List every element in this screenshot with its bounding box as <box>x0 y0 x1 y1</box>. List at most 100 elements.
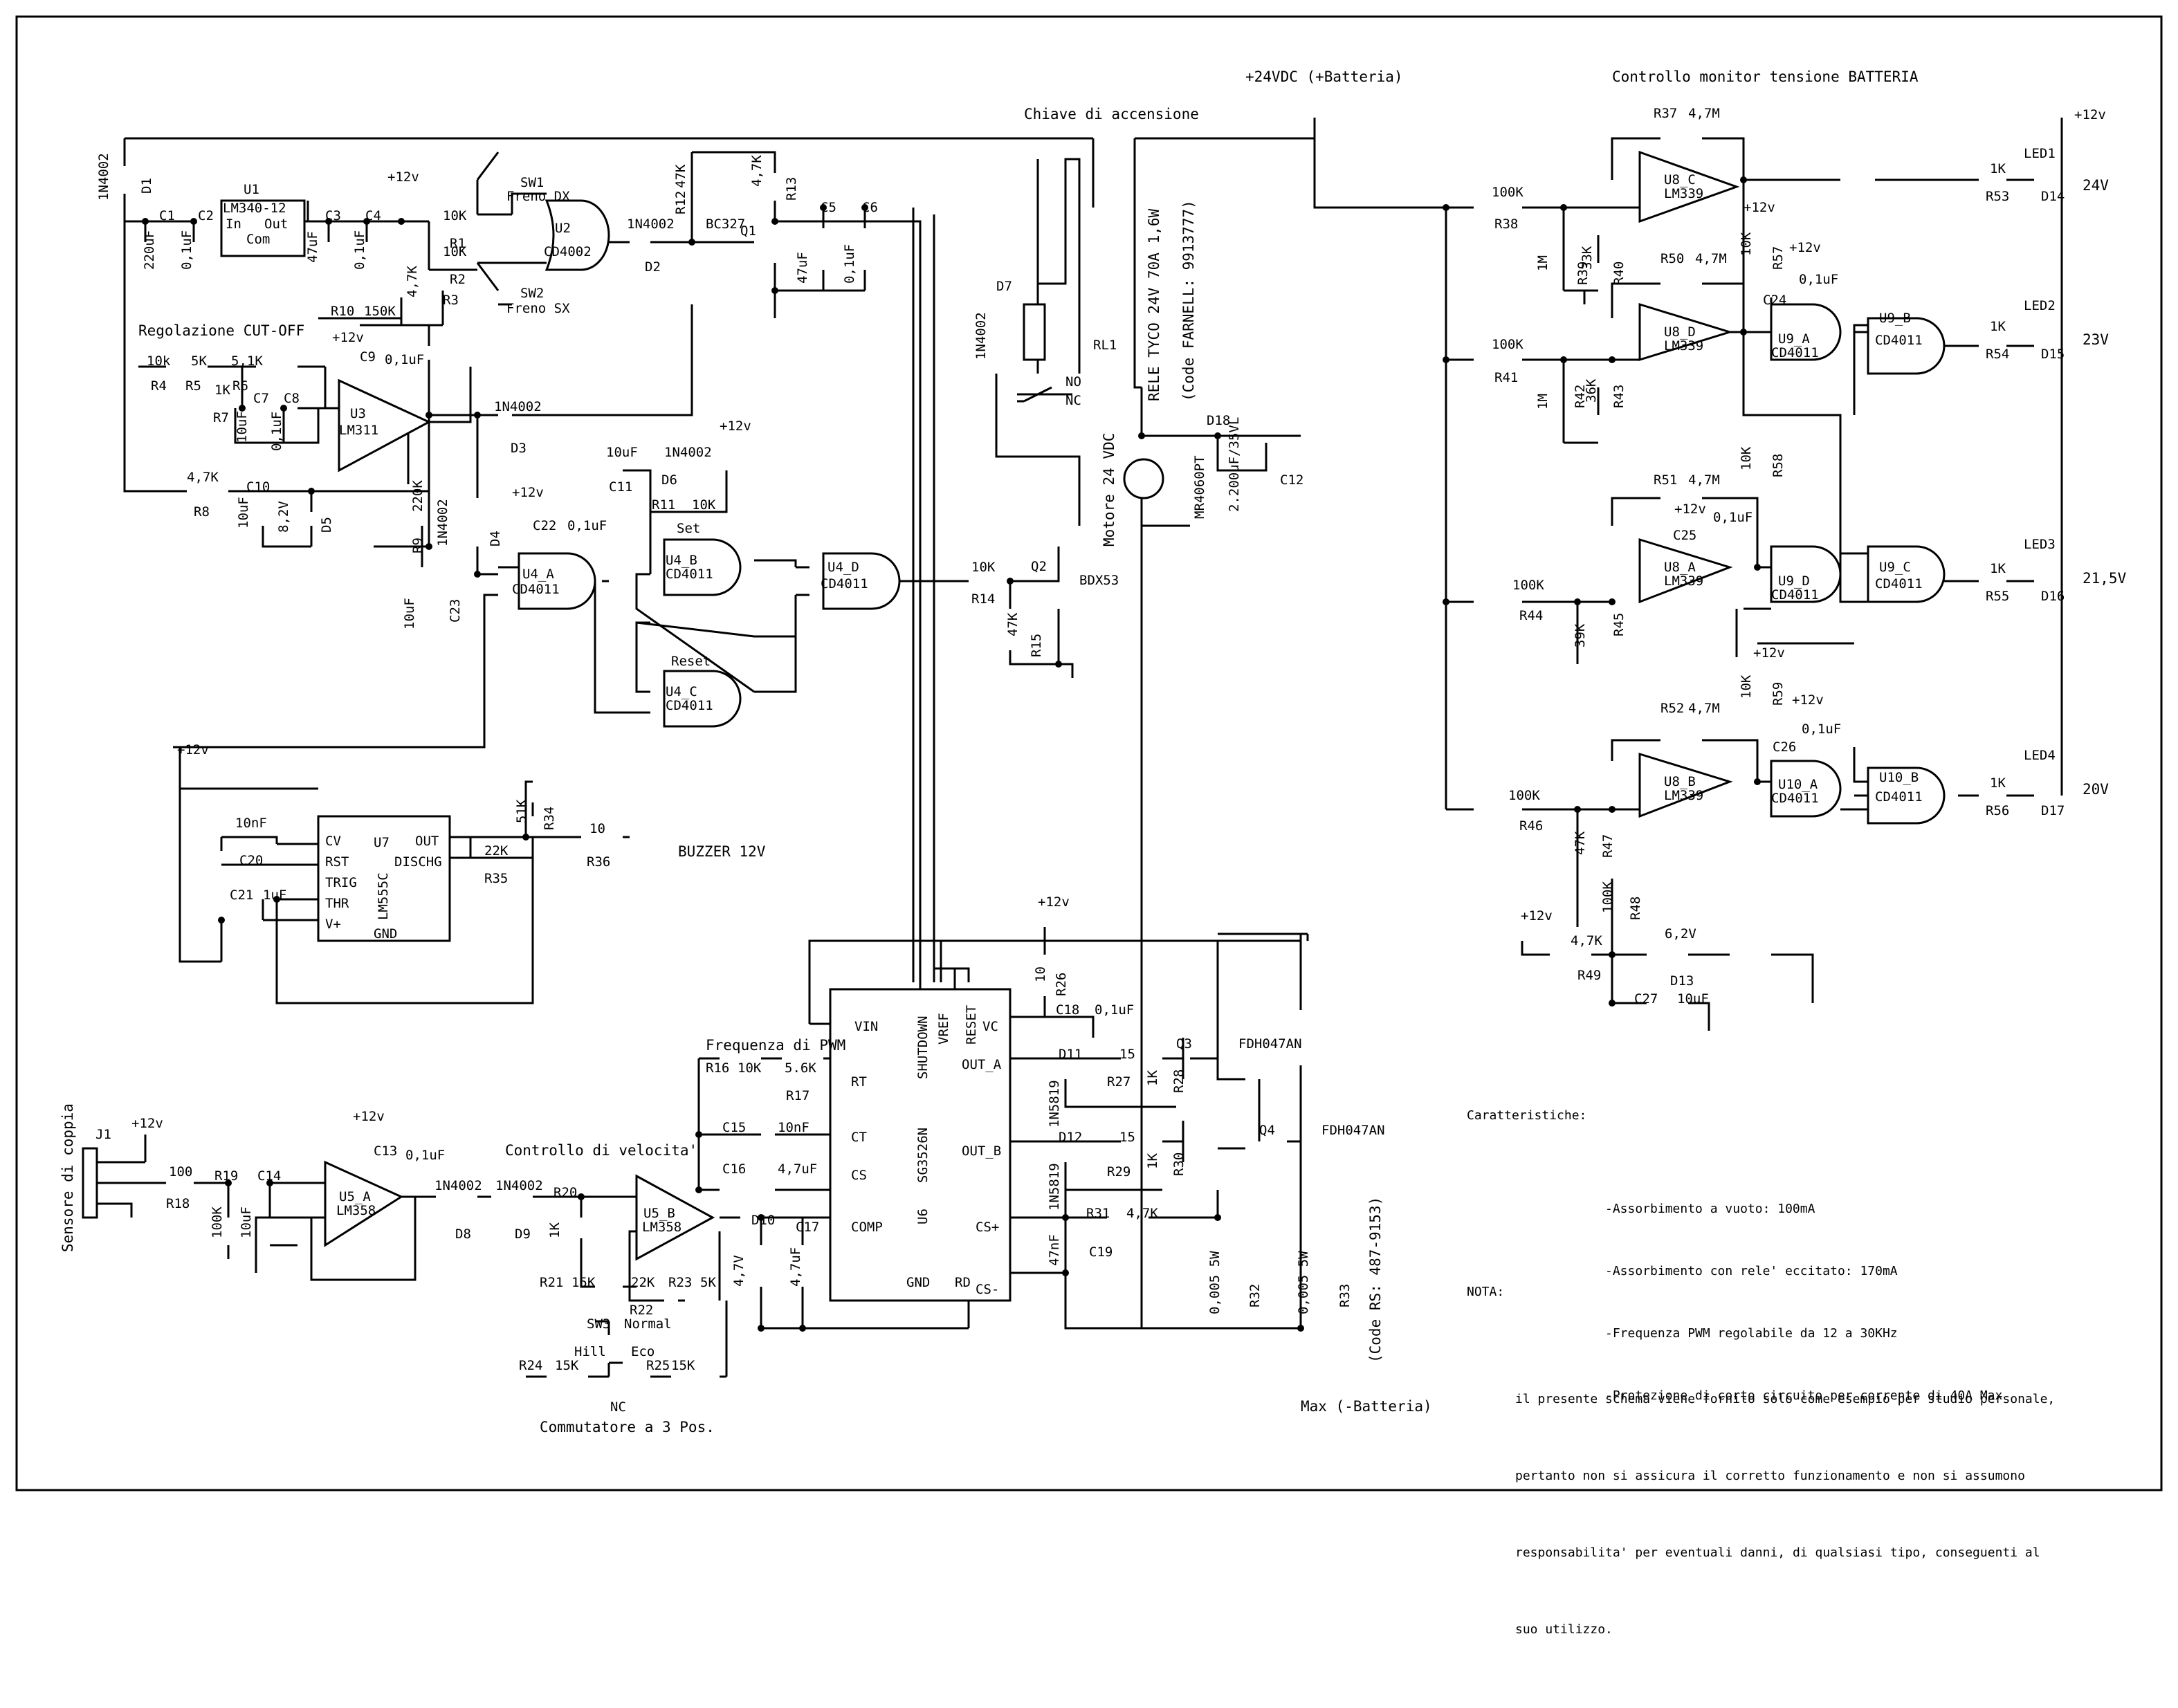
label-parts-r36v: 10 <box>589 821 605 836</box>
label-ic-u10a: U10_A <box>1778 777 1818 792</box>
label-parts-c20v: 10nF <box>235 816 267 831</box>
label-parts-r21: R21 <box>540 1275 563 1290</box>
label-pins555-vp: V+ <box>325 917 341 932</box>
ic-bodies <box>82 150 1946 1302</box>
label-ic-q2p: BDX53 <box>1079 573 1119 588</box>
label-parts-c13v: 0,1uF <box>405 1148 445 1163</box>
label-parts-r27: R27 <box>1107 1074 1131 1090</box>
wires <box>97 118 2063 1378</box>
label-leds-led2: LED2 <box>2024 298 2056 313</box>
label-parts-r13: R13 <box>784 177 799 201</box>
label-pins555-gnd: GND <box>374 926 397 942</box>
label-parts-c3: C3 <box>325 208 341 223</box>
label-pins555-disch: DISCHG <box>394 854 442 870</box>
label-parts-d16: D16 <box>2041 589 2065 604</box>
label-ic-u9d: U9_D <box>1778 573 1810 589</box>
label-parts-c15: C15 <box>722 1120 746 1135</box>
label-parts-c18: C18 <box>1056 1002 1079 1018</box>
disclaimer-line: responsabilita' per eventuali danni, di … <box>1515 1545 2040 1560</box>
label-parts-r9: R9 <box>410 538 425 553</box>
label-parts-c4v: 0,1uF <box>352 230 367 270</box>
label-parts-r56v: 1K <box>1990 775 2006 791</box>
label-pins3526-outa: OUT_A <box>962 1057 1002 1072</box>
label-parts-r17: R17 <box>786 1088 809 1103</box>
label-parts-r44: R44 <box>1519 608 1543 623</box>
label-ic-u8d: U8_D <box>1664 324 1696 340</box>
label-parts-r58: R58 <box>1770 454 1786 477</box>
label-parts-r2: R2 <box>450 272 466 287</box>
label-switches-hill: Hill <box>574 1344 606 1359</box>
label-ic-u1in: In <box>226 217 241 232</box>
label-parts-c19v: 47nF <box>1047 1234 1062 1266</box>
label-parts-d12: D12 <box>1059 1130 1082 1145</box>
label-parts-n4002: 1N4002 <box>494 399 542 414</box>
notes-title: Caratteristiche: <box>1467 1108 1587 1123</box>
label-v12: +12v <box>131 1116 163 1131</box>
label-ic-u2: U2 <box>555 221 571 236</box>
label-parts-r47: R47 <box>1600 834 1616 858</box>
label-parts-r55: R55 <box>1986 589 2009 604</box>
label-parts-c21: C21 <box>230 888 253 903</box>
label-parts-r32v: 0,005 5W <box>1207 1251 1223 1314</box>
disclaimer-line: pertanto non si assicura il corretto fun… <box>1515 1469 2025 1483</box>
label-parts-r38: R38 <box>1494 217 1518 232</box>
label-parts-r8v: 4,7K <box>187 470 219 485</box>
label-parts-d7: D7 <box>996 279 1012 294</box>
label-parts-r6v: 5,1K <box>231 353 263 369</box>
label-headings-key: Chiave di accensione <box>1024 106 1199 122</box>
label-headings-torque: Sensore di coppia <box>60 1103 76 1252</box>
label-parts-r16v: 10K <box>738 1060 762 1076</box>
label-parts-r1v: 10K <box>443 208 467 223</box>
label-parts-c6v: 0,1uF <box>842 244 857 284</box>
label-pins3526-shdn: SHUTDOWN <box>915 1016 931 1079</box>
label-parts-d10v: 4,7V <box>731 1255 747 1287</box>
label-parts-r4v: 10k <box>147 353 171 369</box>
label-parts-r18v: 100 <box>169 1164 192 1179</box>
note-item: -Assorbimento con rele' eccitato: 170mA <box>1605 1264 1898 1278</box>
notes-panel: Caratteristiche: -Assorbimento a vuoto: … <box>1467 1079 2002 1462</box>
junctions <box>142 176 1761 1332</box>
label-pins3526-csp: CS+ <box>976 1220 999 1235</box>
label-parts-c24v: 0,1uF <box>1799 272 1838 287</box>
label-headings-cutoff: Regolazione CUT-OFF <box>138 322 304 339</box>
label-ic-q1p: BC327 <box>706 217 745 232</box>
label-headings-speed: Controllo di velocita' <box>505 1142 697 1159</box>
label-pins3526-rd: RD <box>955 1275 971 1290</box>
label-headings-relay_code: (Code FARNELL: 9913777) <box>1180 200 1197 401</box>
label-v12: +12v <box>2074 107 2106 122</box>
label-levels-l24: 24V <box>2083 177 2109 194</box>
label-pins3526-cs: CS <box>851 1168 867 1183</box>
label-parts-c24: C24 <box>1763 293 1786 308</box>
label-parts-c1v: 220uF <box>142 230 157 270</box>
label-parts-r14v: 10K <box>971 560 996 575</box>
label-ic-u6p: SG3526N <box>915 1128 931 1183</box>
disclaimer-line: suo utilizzo. <box>1515 1622 1613 1637</box>
label-parts-c23: C23 <box>448 599 463 623</box>
label-parts-r52: R52 <box>1660 701 1684 716</box>
label-parts-d13v: 6,2V <box>1665 926 1696 942</box>
label-parts-r22v: 22K <box>631 1275 655 1290</box>
label-ic-cd4011: CD4011 <box>1875 576 1923 591</box>
label-pins3526-gnd: GND <box>906 1275 930 1290</box>
label-pins3526-ct: CT <box>851 1130 867 1145</box>
notes-list: -Assorbimento a vuoto: 100mA -Assorbimen… <box>1605 1157 2002 1448</box>
note-item: -Assorbimento a vuoto: 100mA <box>1605 1202 1815 1216</box>
label-ic-lm339: LM339 <box>1664 788 1703 803</box>
label-switches-nc: NC <box>610 1399 626 1415</box>
label-parts-r39v: 1M <box>1535 255 1550 271</box>
label-ic-cd4011: CD4011 <box>1771 345 1819 360</box>
label-parts-r20: R20 <box>553 1185 577 1200</box>
label-ic-u6: U6 <box>915 1209 931 1224</box>
label-parts-r45v: 39K <box>1573 623 1588 648</box>
label-parts-r33: R33 <box>1337 1284 1353 1307</box>
label-parts-r39: R39 <box>1575 261 1591 285</box>
label-ic-cd4011: CD4011 <box>666 567 713 582</box>
label-parts-r4: R4 <box>151 378 167 394</box>
label-pins555-rst: RST <box>325 854 349 870</box>
label-ic-u4c: U4_C <box>666 684 697 699</box>
label-leds-led1: LED1 <box>2024 146 2056 161</box>
label-parts-r58v: 10K <box>1739 446 1754 470</box>
label-v12: +12v <box>1744 200 1775 215</box>
label-parts-c10: C10 <box>246 479 270 495</box>
label-parts-r18: R18 <box>166 1196 190 1211</box>
